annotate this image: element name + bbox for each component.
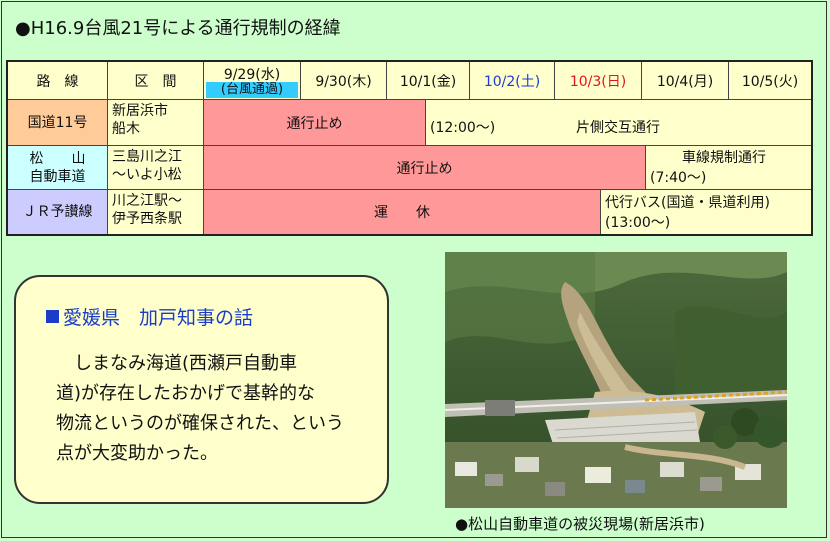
closure-matsuyama-expressway: 通行止め — [204, 146, 646, 190]
lane-restriction-expressway: 車線規制通行 (7:40～) — [646, 146, 811, 190]
photo-caption: ●松山自動車道の被災現場(新居浜市) — [455, 515, 705, 533]
date-label: 9/29(水) — [223, 67, 281, 83]
route-jr-yosan-line: ＪＲ予讃線 — [8, 190, 108, 234]
restriction-status: 片側交互通行 — [576, 120, 660, 136]
section-line: ～いよ小松 — [112, 167, 182, 183]
quote-line: 道)が存在したおかげで基幹的な — [56, 383, 316, 404]
header-date-0929: 9/29(水) (台風通過) — [204, 62, 301, 100]
header-date-1001: 10/1(金) — [387, 62, 470, 100]
section-kawanoe-iyosaijo: 川之江駅～ 伊予西条駅 — [108, 190, 204, 234]
landslide-aerial-image — [445, 252, 787, 508]
quote-heading: 愛媛県 加戸知事の話 — [46, 303, 253, 330]
restriction-start-time: (13:00～) — [605, 215, 671, 231]
section-line: 川之江駅～ — [112, 193, 182, 209]
route-matsuyama-expressway: 松 山 自動車道 — [8, 146, 108, 190]
header-date-1003: 10/3(日) — [555, 62, 642, 100]
restriction-start-time: (7:40～) — [650, 170, 707, 186]
header-date-1004: 10/4(月) — [642, 62, 729, 100]
header-route: 路 線 — [8, 62, 108, 100]
header-date-0930: 9/30(木) — [301, 62, 387, 100]
quote-body: しまなみ海道(西瀬戸自動車 道)が存在したおかげで基幹的な 物流というのが確保さ… — [56, 349, 376, 469]
closure-national-11: 通行止め — [204, 100, 426, 146]
alternating-traffic-national-11: (12:00～) 片側交互通行 — [426, 100, 811, 146]
quote-line: 点が大変助かった。 — [56, 443, 218, 464]
quote-line: しまなみ海道(西瀬戸自動車 — [56, 353, 298, 374]
header-date-1002: 10/2(土) — [470, 62, 555, 100]
section-niihama: 新居浜市 船木 — [108, 100, 204, 146]
restriction-start-time: (12:00～) — [430, 120, 496, 136]
header-date-1005: 10/5(火) — [729, 62, 811, 100]
quote-heading-text: 愛媛県 加戸知事の話 — [63, 307, 254, 329]
restriction-status: 車線規制通行 — [682, 150, 766, 166]
governor-quote-box: 愛媛県 加戸知事の話 しまなみ海道(西瀬戸自動車 道)が存在したおかげで基幹的な… — [14, 275, 389, 504]
square-bullet-icon — [46, 310, 59, 323]
restriction-status: 代行バス(国道・県道利用) — [605, 195, 770, 211]
section-line: 新居浜市 — [112, 103, 168, 119]
route-line: 自動車道 — [29, 168, 86, 185]
section-line: 三島川之江 — [112, 149, 182, 165]
substitute-bus-jr: 代行バス(国道・県道利用) (13:00～) — [601, 190, 811, 234]
suspension-jr-yosan-line: 運 休 — [204, 190, 601, 234]
slide-title: ●H16.9台風21号による通行規制の経緯 — [15, 18, 341, 39]
route-national-11: 国道11号 — [8, 100, 108, 146]
typhoon-pass-tag: (台風通過) — [206, 82, 298, 98]
quote-line: 物流というのが確保された、という — [56, 413, 344, 434]
header-section: 区 間 — [108, 62, 204, 100]
route-line: 松 山 — [29, 150, 86, 167]
section-line: 船木 — [112, 121, 140, 137]
traffic-restriction-table: 路 線 区 間 9/29(水) (台風通過) 9/30(木) 10/1(金) 1… — [6, 60, 813, 236]
disaster-site-photo — [445, 252, 787, 508]
section-mishima-kawanoe: 三島川之江 ～いよ小松 — [108, 146, 204, 190]
section-line: 伊予西条駅 — [112, 211, 182, 227]
